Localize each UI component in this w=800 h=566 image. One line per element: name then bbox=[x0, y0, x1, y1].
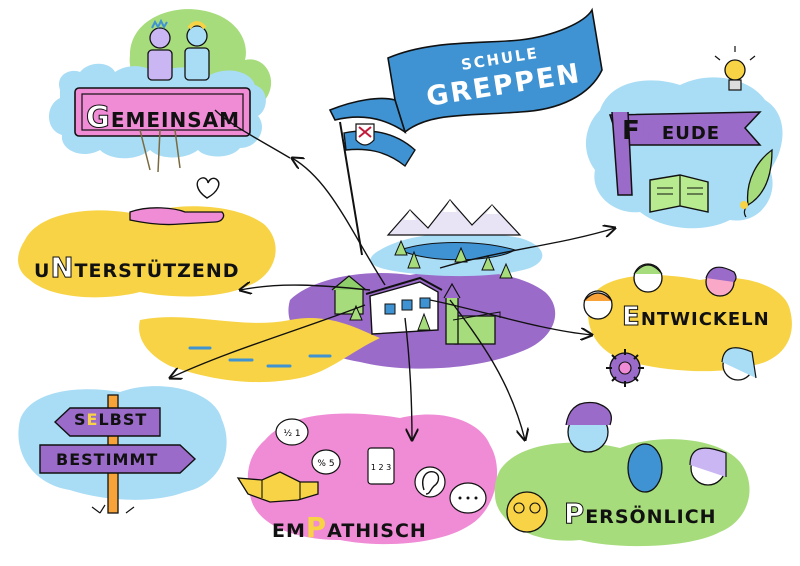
gemeinsam-blob bbox=[48, 9, 272, 173]
school-flag bbox=[328, 7, 603, 256]
persoenlich-faces bbox=[506, 401, 727, 533]
handshake-icon bbox=[236, 471, 319, 503]
label-persoenlich: PERSÖNLICH bbox=[563, 498, 717, 531]
unterstuetzend-blob bbox=[18, 206, 276, 298]
label-freude: FREUDE bbox=[622, 116, 721, 146]
arrow-gemeinsam-tail bbox=[214, 109, 291, 159]
feather-icon bbox=[740, 148, 773, 218]
speech-bubble-icon: ½ 1 % 5 1 2 3 bbox=[275, 418, 487, 514]
bubble-1-text: ½ 1 bbox=[283, 429, 300, 439]
signpost-icon bbox=[39, 394, 197, 514]
label-entwickeln: ENTWICKELN bbox=[622, 302, 770, 333]
arrow-freude bbox=[439, 228, 615, 269]
label-gemeinsam: GEMEINSAM bbox=[86, 100, 241, 135]
gear-icon bbox=[606, 349, 644, 387]
label-bestimmt: BESTIMMT bbox=[56, 450, 159, 469]
church-icon bbox=[443, 282, 501, 345]
bubble-3-text: 1 2 3 bbox=[371, 463, 391, 472]
persoenlich-blob bbox=[494, 439, 750, 547]
label-unterstuetzend: UNTERSTÜTZEND bbox=[34, 252, 240, 285]
trees bbox=[349, 239, 513, 331]
arrow-persoenlich bbox=[449, 299, 525, 440]
open-book-icon bbox=[649, 174, 709, 213]
road-icon bbox=[139, 317, 380, 383]
bubble-2-text: % 5 bbox=[317, 459, 334, 469]
freude-blob bbox=[585, 77, 783, 229]
mountains-icon bbox=[386, 199, 522, 236]
giving-hand-icon bbox=[129, 207, 225, 226]
selbst-bestimmt-blob bbox=[18, 386, 227, 500]
arrow-unterstuetzend bbox=[240, 285, 371, 290]
arrow-entwickeln bbox=[429, 299, 592, 335]
arrow-selbst-bestimmt bbox=[170, 304, 366, 378]
heart-icon bbox=[196, 177, 220, 199]
arrow-empathisch bbox=[404, 317, 412, 440]
two-students-icon bbox=[147, 18, 210, 81]
label-selbst: SELBST bbox=[74, 410, 148, 429]
ear-icon bbox=[414, 466, 446, 498]
arrows bbox=[170, 109, 615, 440]
label-empathisch: EMPATHISCH bbox=[272, 512, 427, 544]
face-icons bbox=[583, 263, 757, 381]
entwickeln-blob bbox=[588, 275, 792, 372]
lightbulb-icon bbox=[714, 46, 756, 91]
arrow-gemeinsam bbox=[292, 158, 386, 286]
